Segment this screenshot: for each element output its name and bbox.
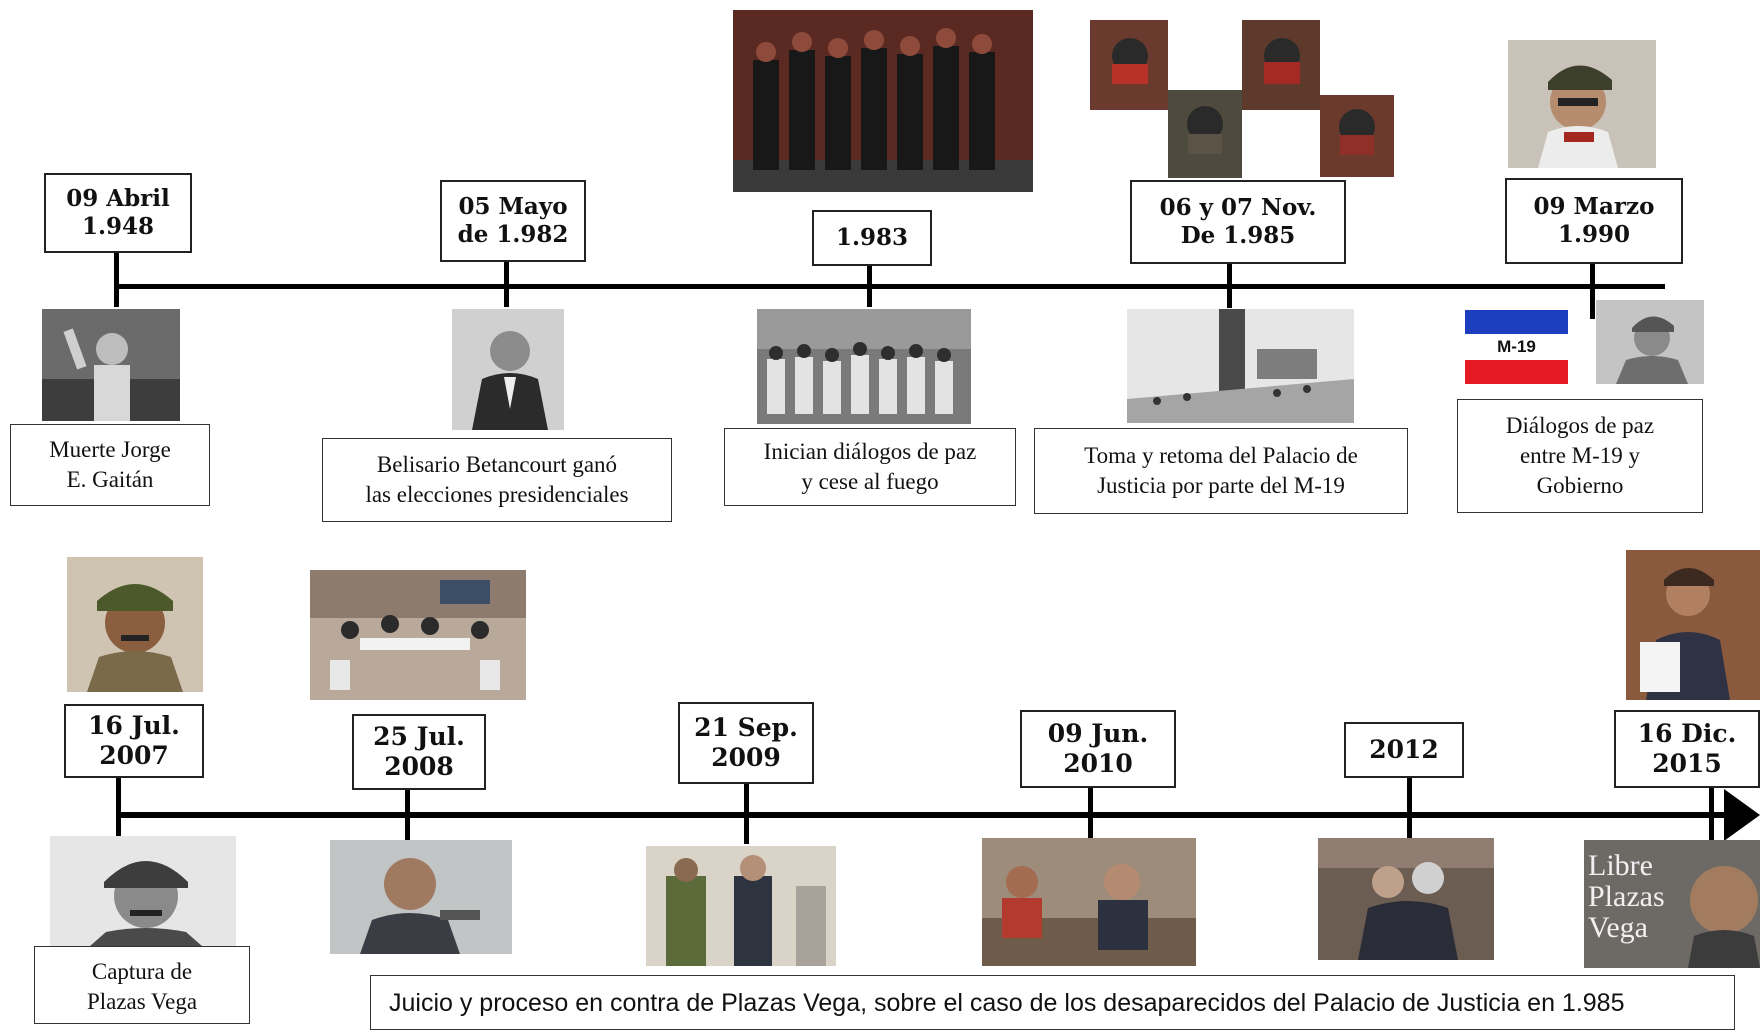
date-box-1985: 06 y 07 Nov. De 1.985 — [1130, 180, 1346, 264]
m19-flag — [1465, 310, 1568, 384]
caption-peace-1990: Diálogos de paz entre M-19 y Gobierno — [1457, 399, 1703, 513]
photo-palace-siege — [1127, 309, 1354, 423]
photo-hearing-2010 — [982, 838, 1196, 966]
photo-peace-talks-1983 — [757, 309, 971, 424]
date-box-2008: 25 Jul. 2008 — [352, 714, 486, 790]
photo-libre-plazas-vega-poster — [1584, 840, 1760, 968]
top-tick-1983 — [867, 266, 872, 307]
photo-soldier-2009 — [646, 846, 836, 966]
top-timeline-axis — [115, 284, 1665, 289]
bottom-tick-2012 — [1407, 778, 1412, 838]
caption-gaitan: Muerte Jorge E. Gaitán — [10, 424, 210, 506]
photo-m19-guerrilla-portrait — [1508, 40, 1656, 168]
photo-betancourt — [452, 309, 564, 430]
photo-gaitan-speech — [42, 309, 180, 421]
caption-capture-plazas-vega: Captura de Plazas Vega — [34, 946, 250, 1024]
poster-text: Libre Plazas Vega — [1588, 849, 1665, 944]
photo-hearing-2008 — [330, 840, 512, 954]
photo-embrace-2012 — [1318, 838, 1494, 960]
bottom-tick-2015 — [1709, 788, 1714, 840]
photo-masked-3 — [1168, 90, 1242, 178]
date-box-2010: 09 Jun. 2010 — [1020, 710, 1176, 788]
photo-plazas-vega-cap — [67, 557, 203, 692]
bottom-tick-2007 — [116, 778, 121, 838]
top-tick-1982 — [504, 262, 509, 307]
m19-flag-label: M-19 — [1497, 337, 1536, 356]
date-box-2007: 16 Jul. 2007 — [64, 704, 204, 778]
caption-peace-1983: Inician diálogos de paz y cese al fuego — [724, 428, 1016, 506]
bottom-tick-2009 — [744, 784, 749, 844]
bottom-timeline-axis — [117, 812, 1727, 818]
date-box-1982: 05 Mayo de 1.982 — [440, 180, 586, 262]
date-box-1990: 09 Marzo 1.990 — [1505, 178, 1683, 264]
trial-banner: Juicio y proceso en contra de Plazas Veg… — [370, 975, 1735, 1030]
top-tick-1990 — [1590, 264, 1595, 319]
photo-guerrilla-1990 — [1596, 300, 1704, 384]
date-box-2012: 2012 — [1344, 722, 1464, 778]
photo-masked-4 — [1320, 95, 1394, 177]
photo-reading-2015 — [1626, 550, 1760, 700]
top-tick-1948 — [114, 252, 119, 307]
date-box-1948: 09 Abril 1.948 — [44, 173, 192, 253]
caption-betancourt: Belisario Betancourt ganó las elecciones… — [322, 438, 672, 522]
date-box-2015: 16 Dic. 2015 — [1614, 710, 1760, 788]
caption-palace-siege: Toma y retoma del Palacio de Justicia po… — [1034, 428, 1408, 514]
bottom-axis-arrowhead — [1724, 789, 1760, 841]
top-tick-1985 — [1227, 264, 1232, 308]
photo-masked-1 — [1090, 20, 1168, 110]
photo-plazas-vega-helmet — [50, 836, 236, 946]
photo-meeting-2008 — [310, 570, 526, 700]
photo-masked-2 — [1242, 20, 1320, 110]
bottom-tick-2008 — [405, 790, 410, 840]
photo-m19-group — [733, 10, 1033, 192]
date-box-1983: 1.983 — [812, 210, 932, 266]
date-box-2009: 21 Sep. 2009 — [678, 702, 814, 784]
bottom-tick-2010 — [1088, 788, 1093, 840]
